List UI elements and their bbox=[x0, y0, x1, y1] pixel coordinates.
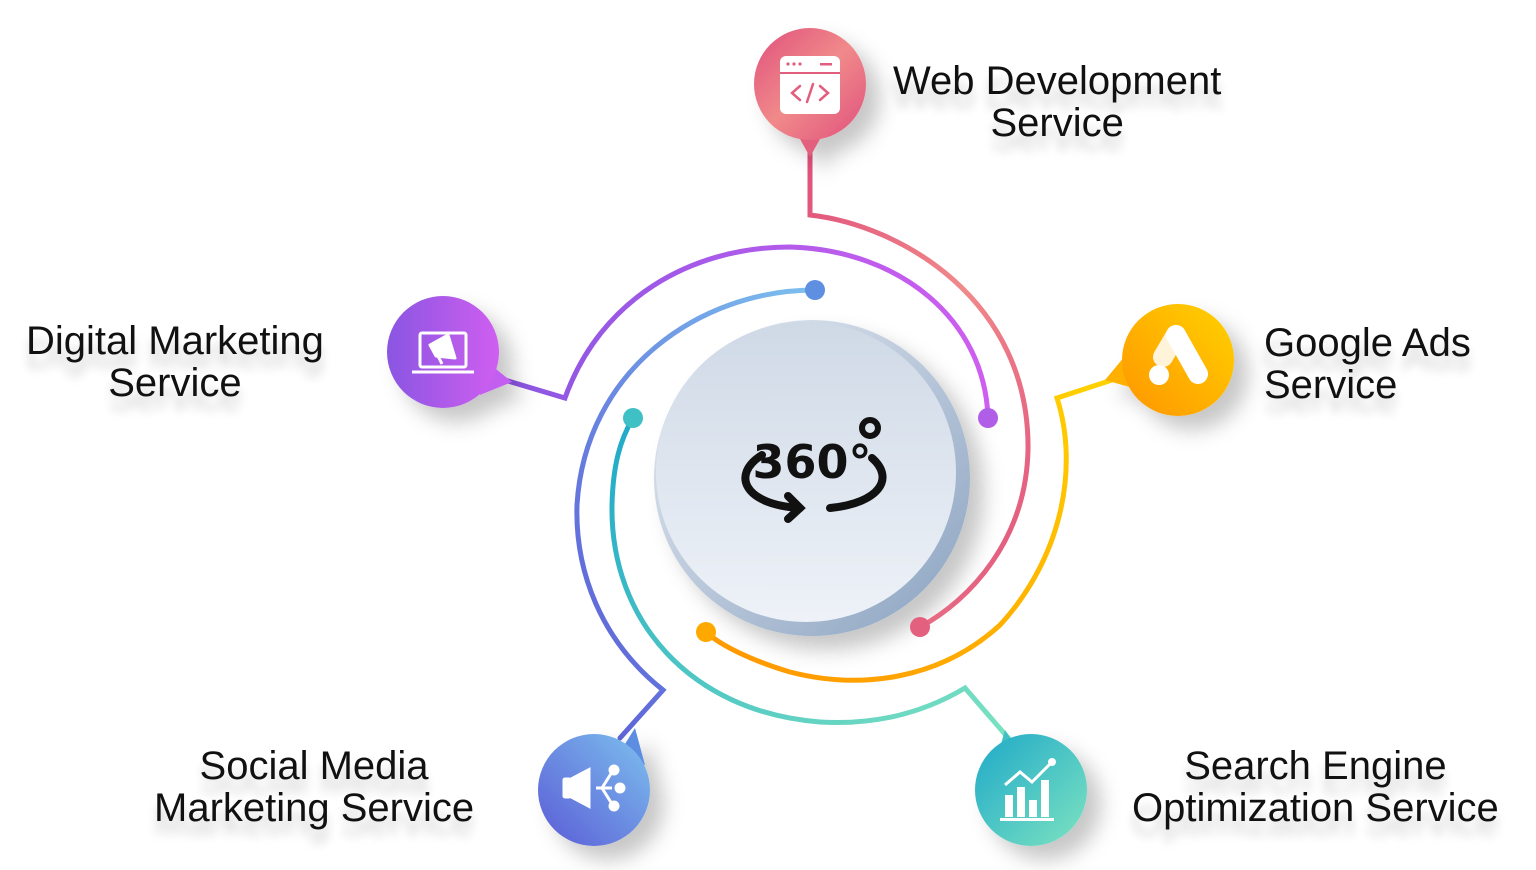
label-line: Google Ads bbox=[1264, 321, 1471, 365]
digital-connector bbox=[495, 244, 991, 421]
social-pin[interactable] bbox=[538, 728, 650, 846]
google-connector bbox=[703, 377, 1115, 683]
label-line: Marketing Service bbox=[154, 786, 475, 830]
google-end-dot bbox=[696, 622, 716, 642]
label-line: Digital Marketing bbox=[26, 319, 324, 363]
google-ads-label: Google Ads Service bbox=[1264, 322, 1471, 406]
label-line: Web Development bbox=[893, 59, 1222, 103]
social-end-dot bbox=[805, 280, 825, 300]
label-line: Service bbox=[1264, 363, 1398, 407]
social-media-label: Social Media Marketing Service bbox=[154, 745, 474, 829]
seo-label: Search Engine Optimization Service bbox=[1132, 745, 1499, 829]
seo-connector bbox=[609, 415, 1013, 743]
label-line: Service bbox=[990, 101, 1124, 145]
center-text: 360° bbox=[752, 435, 871, 489]
360-rotate-icon bbox=[741, 417, 887, 523]
google-ads-icon bbox=[1149, 325, 1208, 385]
label-line: Social Media bbox=[199, 744, 429, 788]
seo-pin[interactable] bbox=[975, 730, 1087, 846]
digital-end-dot bbox=[978, 408, 998, 428]
label-line: Optimization Service bbox=[1132, 786, 1499, 830]
bar-chart-growth-icon bbox=[1000, 758, 1056, 821]
code-window-icon bbox=[780, 56, 840, 114]
social-connector bbox=[574, 287, 818, 741]
web-development-label: Web Development Service bbox=[893, 60, 1221, 144]
label-line: Service bbox=[108, 361, 242, 405]
google-pin[interactable] bbox=[1105, 304, 1234, 416]
center-disc bbox=[654, 320, 970, 636]
megaphone-share-icon bbox=[562, 764, 626, 812]
web-connector bbox=[807, 147, 1031, 630]
laptop-megaphone-icon bbox=[412, 331, 474, 374]
digital-marketing-label: Digital Marketing Service bbox=[26, 320, 324, 404]
web-end-dot bbox=[910, 617, 930, 637]
seo-end-dot bbox=[623, 408, 643, 428]
label-line: Search Engine bbox=[1184, 744, 1447, 788]
